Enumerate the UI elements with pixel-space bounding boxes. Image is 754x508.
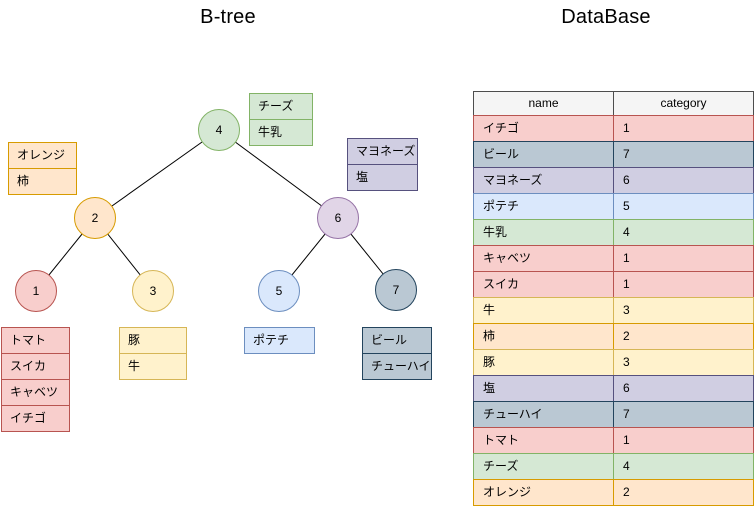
table-cell-name: 塩 <box>473 375 614 402</box>
tree-node-items-box-4: チーズ牛乳 <box>249 93 313 146</box>
tree-item: イチゴ <box>2 405 69 431</box>
table-header-category: category <box>613 91 754 116</box>
tree-item: 牛乳 <box>250 119 312 145</box>
table-cell-category: 7 <box>613 401 754 428</box>
table-cell-category: 4 <box>613 219 754 246</box>
table-cell-name: キャベツ <box>473 245 614 272</box>
tree-edge <box>218 129 339 219</box>
tree-item: オレンジ <box>17 148 66 162</box>
tree-item: トマト <box>10 333 47 347</box>
table-cell-name: スイカ <box>473 271 614 298</box>
tree-node-label: 3 <box>149 284 157 298</box>
table-cell-name: トマト <box>473 427 614 454</box>
tree-node-circle-2: 2 <box>74 197 116 239</box>
tree-node-label: 4 <box>215 123 223 137</box>
table-cell-category: 3 <box>613 297 754 324</box>
table-cell-name: イチゴ <box>473 115 614 142</box>
tree-edge <box>94 129 220 219</box>
tree-item: 牛 <box>120 353 186 379</box>
tree-node-items-box-5: ポテチ <box>244 327 315 354</box>
tree-node-items-box-7: ビールチューハイ <box>362 327 432 380</box>
tree-node-circle-5: 5 <box>258 270 300 312</box>
tree-item: ポテチ <box>253 333 290 347</box>
table-cell-category: 1 <box>613 271 754 298</box>
tree-node-circle-7: 7 <box>375 269 417 311</box>
tree-item: キャベツ <box>2 379 69 405</box>
tree-node-items-box-1: トマトスイカキャベツイチゴ <box>1 327 70 432</box>
table-cell-category: 4 <box>613 453 754 480</box>
tree-item: マヨネーズ <box>356 144 416 158</box>
tree-item: チューハイ <box>363 353 431 379</box>
tree-node-circle-1: 1 <box>15 270 57 312</box>
table-cell-name: ビール <box>473 141 614 168</box>
table-cell-category: 5 <box>613 193 754 220</box>
table-cell-name: 牛乳 <box>473 219 614 246</box>
tree-node-items-box-2: オレンジ柿 <box>8 142 77 195</box>
table-cell-category: 1 <box>613 115 754 142</box>
table-cell-name: チューハイ <box>473 401 614 428</box>
table-cell-category: 3 <box>613 349 754 376</box>
table-cell-category: 2 <box>613 479 754 506</box>
table-cell-category: 6 <box>613 375 754 402</box>
tree-item: 豚 <box>128 333 141 347</box>
tree-node-label: 7 <box>392 283 400 297</box>
table-cell-name: チーズ <box>473 453 614 480</box>
tree-item: スイカ <box>2 353 69 379</box>
tree-node-label: 5 <box>275 284 283 298</box>
tree-item: 塩 <box>348 164 417 190</box>
tree-node-circle-6: 6 <box>317 197 359 239</box>
table-cell-name: 柿 <box>473 323 614 350</box>
table-cell-category: 2 <box>613 323 754 350</box>
tree-item: 柿 <box>9 168 76 194</box>
table-cell-name: マヨネーズ <box>473 167 614 194</box>
table-header-name: name <box>473 91 614 116</box>
tree-node-label: 2 <box>91 211 99 225</box>
tree-node-items-box-6: マヨネーズ塩 <box>347 138 418 191</box>
table-cell-name: オレンジ <box>473 479 614 506</box>
table-cell-category: 6 <box>613 167 754 194</box>
tree-node-label: 6 <box>334 211 342 225</box>
table-cell-name: ポテチ <box>473 193 614 220</box>
database-title: DataBase <box>561 6 651 28</box>
tree-node-items-box-3: 豚牛 <box>119 327 187 380</box>
table-cell-category: 7 <box>613 141 754 168</box>
tree-node-label: 1 <box>32 284 40 298</box>
tree-node-circle-3: 3 <box>132 270 174 312</box>
btree-title: B-tree <box>200 6 256 28</box>
tree-node-circle-4: 4 <box>198 109 240 151</box>
table-cell-name: 牛 <box>473 297 614 324</box>
table-cell-name: 豚 <box>473 349 614 376</box>
table-cell-category: 1 <box>613 427 754 454</box>
tree-item: ビール <box>371 333 408 347</box>
table-cell-category: 1 <box>613 245 754 272</box>
tree-item: チーズ <box>258 99 294 113</box>
